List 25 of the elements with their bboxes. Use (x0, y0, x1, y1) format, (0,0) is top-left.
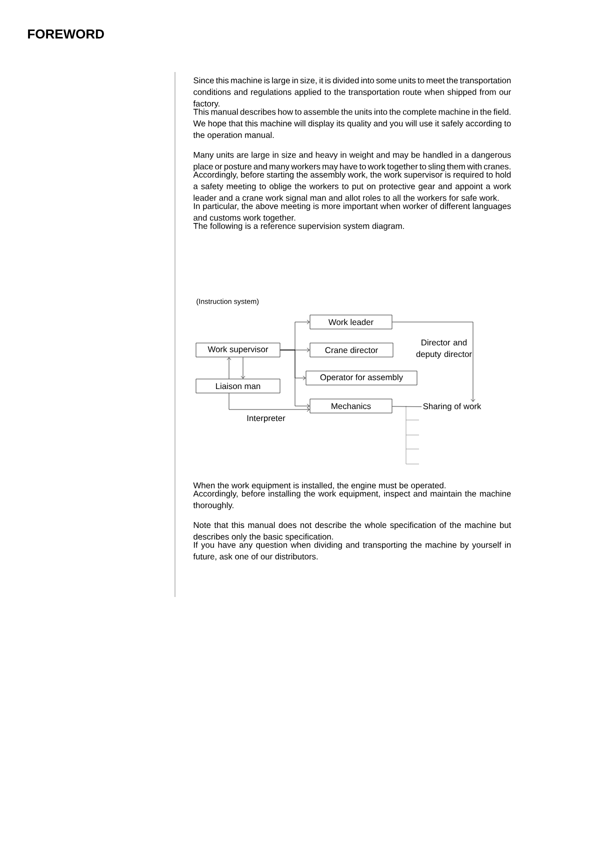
paragraph: Accordingly, before installing the work equipment, inspect and maintain the machine thoroughly. (193, 490, 511, 510)
paragraph: If you have any question when dividing and transporting the machine by yourself in future, ask one of our distributors. (193, 542, 511, 560)
page-title: FOREWORD (28, 29, 104, 39)
role-box: Operator for assembly (306, 370, 418, 386)
arrow (226, 357, 232, 379)
paragraph: The following is a reference supervision system diagram. (193, 222, 404, 231)
arrow (240, 357, 246, 379)
paragraph: Many units are large in size and heavy in weight and may be handled in a dangerous place or posture and many workers may have to work together to sling them with cranes. (194, 152, 511, 172)
paragraph: In particular, the above meeting is more important when worker of different languages and customs work together. (194, 202, 511, 222)
arrow (392, 322, 476, 402)
role-box: Liaison man (196, 378, 280, 394)
paragraph: When the work equipment is installed, the engine must be operated. (193, 482, 446, 490)
role-box: Work supervisor (196, 342, 280, 358)
role-note: Director and deputy director (416, 339, 472, 359)
role-text: Sharing of work (423, 403, 482, 411)
arrow (228, 393, 310, 412)
role-box: Mechanics (310, 398, 392, 414)
paragraph: This manual describes how to assemble the units into the complete machine in the field. We hope that this machine will display its quality and you will use it safely according to the operation manual. (193, 108, 511, 140)
role-box: Crane director (310, 342, 394, 358)
paragraph: Since this machine is large in size, it is divided into some units to meet the transportation conditions and regulations applied to the transportation route when shipped from our factory. (193, 77, 511, 108)
paragraph: Note that this manual does not describe the whole specification of the machine but describes only the basic specification. (194, 522, 512, 542)
paragraph: Accordingly, before starting the assembly work, the work supervisor is required to hold a safety meeting to oblige the workers to put on protective gear and appoint a work leader and a crane work signal man and allot roles to all the workers for safe work. (193, 172, 512, 203)
arrow (280, 350, 310, 408)
edge-label: Interpreter (246, 414, 286, 424)
role-box: Work leader (310, 314, 392, 330)
